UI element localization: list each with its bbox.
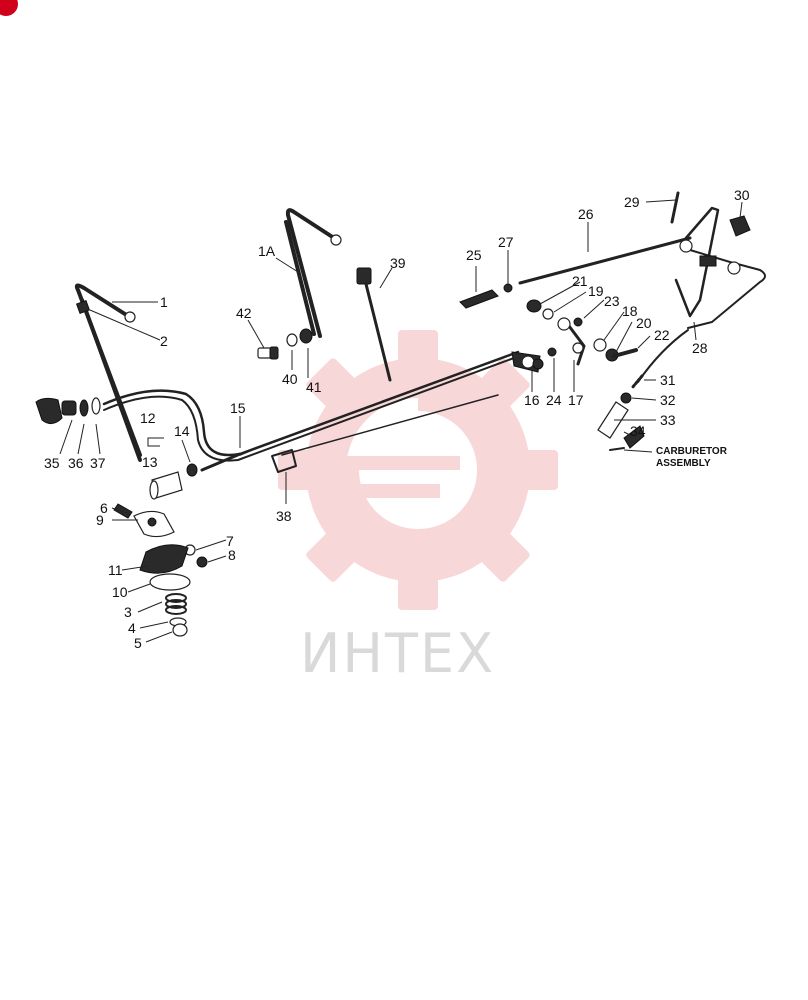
screw-34b <box>609 447 625 451</box>
nut-8 <box>196 556 208 568</box>
label-18: 18 <box>622 303 638 319</box>
bracket-6 <box>133 510 175 538</box>
nut-32 <box>620 392 632 404</box>
label-31: 31 <box>660 372 676 388</box>
label-17: 17 <box>568 392 584 408</box>
label-30: 30 <box>734 187 750 203</box>
callout-labels: 1 1A 2 3 4 5 6 7 8 9 10 11 12 13 14 15 1… <box>44 187 750 651</box>
label-36: 36 <box>68 455 84 471</box>
label-33: 33 <box>660 412 676 428</box>
nut-30 <box>729 215 751 237</box>
label-28: 28 <box>692 340 708 356</box>
label-32: 32 <box>660 392 676 408</box>
pivot-stud-13 <box>149 471 183 500</box>
label-13: 13 <box>142 454 158 470</box>
spring-31 <box>630 329 689 390</box>
label-29: 29 <box>624 194 640 210</box>
label-40: 40 <box>282 371 298 387</box>
washer-40 <box>286 333 298 347</box>
label-37: 37 <box>90 455 106 471</box>
bolt-29 <box>670 191 680 224</box>
nut-14 <box>186 463 198 477</box>
label-16: 16 <box>524 392 540 408</box>
nut-5 <box>172 623 188 637</box>
label-carburetor-assembly: ASSEMBLY <box>656 458 711 469</box>
label-5: 5 <box>134 635 142 651</box>
label-34: 34 <box>630 423 646 439</box>
label-38: 38 <box>276 508 292 524</box>
bolt-9 <box>113 503 133 519</box>
label-7: 7 <box>226 533 234 549</box>
lever-17 <box>557 317 586 366</box>
lever-rod-upper <box>284 208 342 338</box>
label-3: 3 <box>124 604 132 620</box>
label-24: 24 <box>546 392 562 408</box>
label-19: 19 <box>588 283 604 299</box>
washer-18 <box>593 338 607 352</box>
nut-41 <box>299 328 313 344</box>
nut-24 <box>547 347 557 357</box>
label-15: 15 <box>230 400 246 416</box>
corner-mark <box>0 0 18 16</box>
watermark-logo <box>278 330 558 610</box>
label-11: 11 <box>108 562 123 578</box>
rod-39 <box>356 267 392 382</box>
label-14: 14 <box>174 423 190 439</box>
label-1: 1 <box>160 294 168 310</box>
bracket-28 <box>674 206 766 329</box>
spring-3 <box>165 593 187 615</box>
watermark-text: ИНТЕХ <box>300 622 495 685</box>
label-25: 25 <box>466 247 482 263</box>
label-9: 9 <box>96 512 104 528</box>
label-6: 6 <box>100 500 108 516</box>
label-10: 10 <box>112 584 128 600</box>
nut-23 <box>573 317 583 327</box>
label-23: 23 <box>604 293 620 309</box>
label-2: 2 <box>160 333 168 349</box>
screw-22 <box>612 348 638 358</box>
label-4: 4 <box>128 620 136 636</box>
disc-10 <box>149 573 191 591</box>
throttle-cable <box>102 350 520 472</box>
plate-11 <box>139 544 189 574</box>
label-42: 42 <box>236 305 252 321</box>
label-1a: 1A <box>258 243 276 259</box>
lever-34 <box>623 425 645 449</box>
bolt-21 <box>526 299 542 313</box>
cable-clamp <box>511 351 544 373</box>
knob-assembly <box>35 397 101 424</box>
leader-lines <box>59 199 743 643</box>
washer-19 <box>542 308 554 320</box>
label-41: 41 <box>306 379 322 395</box>
lever-rod-left <box>74 283 142 462</box>
label-8: 8 <box>228 547 236 563</box>
label-21: 21 <box>572 273 588 289</box>
sleeve-33 <box>597 401 629 439</box>
label-12: 12 <box>140 410 156 426</box>
label-22: 22 <box>654 327 670 343</box>
label-35: 35 <box>44 455 60 471</box>
bolt-42 <box>257 346 279 360</box>
label-carburetor: CARBURETOR <box>656 446 728 457</box>
cable-bracket <box>271 449 297 473</box>
label-20: 20 <box>636 315 652 331</box>
nut-27 <box>503 283 513 293</box>
pin-25 <box>459 289 499 309</box>
label-26: 26 <box>578 206 594 222</box>
label-27: 27 <box>498 234 514 250</box>
rod-26 <box>518 236 692 285</box>
label-39: 39 <box>390 255 406 271</box>
